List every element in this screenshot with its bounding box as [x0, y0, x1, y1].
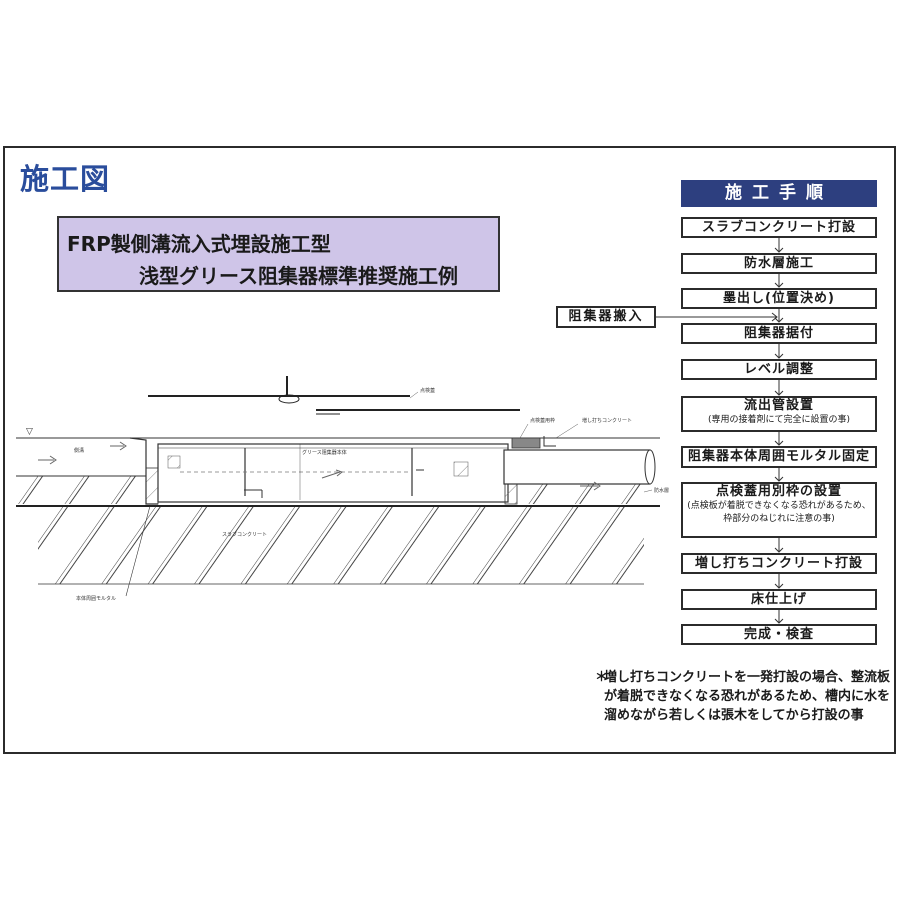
frame-right	[511, 437, 541, 449]
note: ＊ 増し打ちコンクリートを一発打設の場合、整流板が着脱できなくなる恐れがあるため…	[595, 668, 894, 725]
procedure-step-note: (専用の接着剤にて完全に設置の事)	[707, 415, 851, 425]
title-line-1: FRP製側溝流入式埋設施工型	[67, 232, 331, 256]
side-step-arrowhead	[771, 312, 778, 322]
note-text: 増し打ちコンクリートを一発打設の場合、整流板が着脱できなくなる恐れがあるため、槽…	[604, 670, 891, 723]
procedure-arrowhead	[774, 547, 784, 553]
title-line-2: 浅型グリース阻集器標準推奨施工例	[139, 264, 458, 288]
procedure-step-label: 増し打ちコンクリート打設	[694, 556, 863, 571]
label-mortar: 本体周囲モルタル	[76, 595, 116, 602]
procedure-arrowhead	[774, 618, 784, 624]
topping-band-left	[16, 476, 146, 504]
procedure-step-note: (点検板が着脱できなくなる恐れがあるため、枠部分のねじれに注意の事)	[687, 501, 871, 524]
procedure-arrowhead	[774, 247, 784, 253]
label-topping: 増し打ちコンクリート	[582, 417, 632, 424]
procedure-step: 阻集器据付	[681, 323, 877, 344]
title-box: FRP製側溝流入式埋設施工型 浅型グリース阻集器標準推奨施工例	[57, 216, 500, 292]
procedure-arrowhead	[774, 282, 784, 288]
label-frame: 点検蓋用枠	[530, 417, 555, 424]
procedure-step-label: 墨出し(位置決め)	[723, 291, 835, 306]
procedure-arrowhead	[774, 476, 784, 482]
figure-frame	[3, 146, 896, 754]
procedure-header: 施工手順	[681, 180, 877, 207]
procedure-step: 阻集器本体周囲モルタル固定	[681, 446, 877, 468]
procedure-step: 床仕上げ	[681, 589, 877, 610]
procedure-step-label: 防水層施工	[743, 256, 814, 271]
page-title: 施工図	[20, 162, 111, 196]
procedure-arrowhead	[774, 390, 784, 396]
procedure-step: レベル調整	[681, 359, 877, 380]
label-grating: 点検蓋	[420, 387, 435, 394]
procedure-arrowhead	[774, 317, 784, 323]
procedure-step-label: レベル調整	[743, 362, 814, 377]
procedure-step-label: 完成・検査	[743, 627, 814, 642]
procedure-arrowhead	[774, 583, 784, 589]
note-mark: ＊	[595, 670, 609, 685]
label-body: グリース阻集器本体	[302, 449, 347, 456]
procedure-step-label: 阻集器据付	[743, 326, 814, 341]
procedure-arrowhead	[774, 353, 784, 359]
procedure-step-label: 阻集器本体周囲モルタル固定	[687, 449, 870, 464]
floor-mark: ▽	[26, 427, 33, 437]
mortar-right	[504, 483, 518, 505]
label-gutter: 側溝	[74, 447, 84, 454]
side-step-delivery: 阻集器搬入	[556, 306, 656, 328]
procedure-arrowhead	[774, 440, 784, 446]
procedure-step: 防水層施工	[681, 253, 877, 274]
procedure-step-label: 流出管設置	[743, 398, 814, 413]
procedure-step-label: 床仕上げ	[750, 592, 807, 607]
procedure-step: 完成・検査	[681, 624, 877, 645]
procedure-step: 点検蓋用別枠の設置 (点検板が着脱できなくなる恐れがあるため、枠部分のねじれに注意…	[681, 482, 877, 538]
label-slab: スラブコンクリート	[222, 531, 267, 538]
flow-arrows	[38, 441, 601, 491]
label-waterproof: 防水層	[654, 487, 669, 494]
procedure-step: 増し打ちコンクリート打設	[681, 553, 877, 574]
procedure-step: スラブコンクリート打設	[681, 217, 877, 238]
procedure-step-label: スラブコンクリート打設	[701, 220, 856, 235]
procedure-step: 流出管設置 (専用の接着剤にて完全に設置の事)	[681, 396, 877, 432]
procedure-step-label: 点検蓋用別枠の設置	[715, 484, 842, 499]
slab-concrete	[38, 506, 644, 584]
procedure-step: 墨出し(位置決め)	[681, 288, 877, 309]
